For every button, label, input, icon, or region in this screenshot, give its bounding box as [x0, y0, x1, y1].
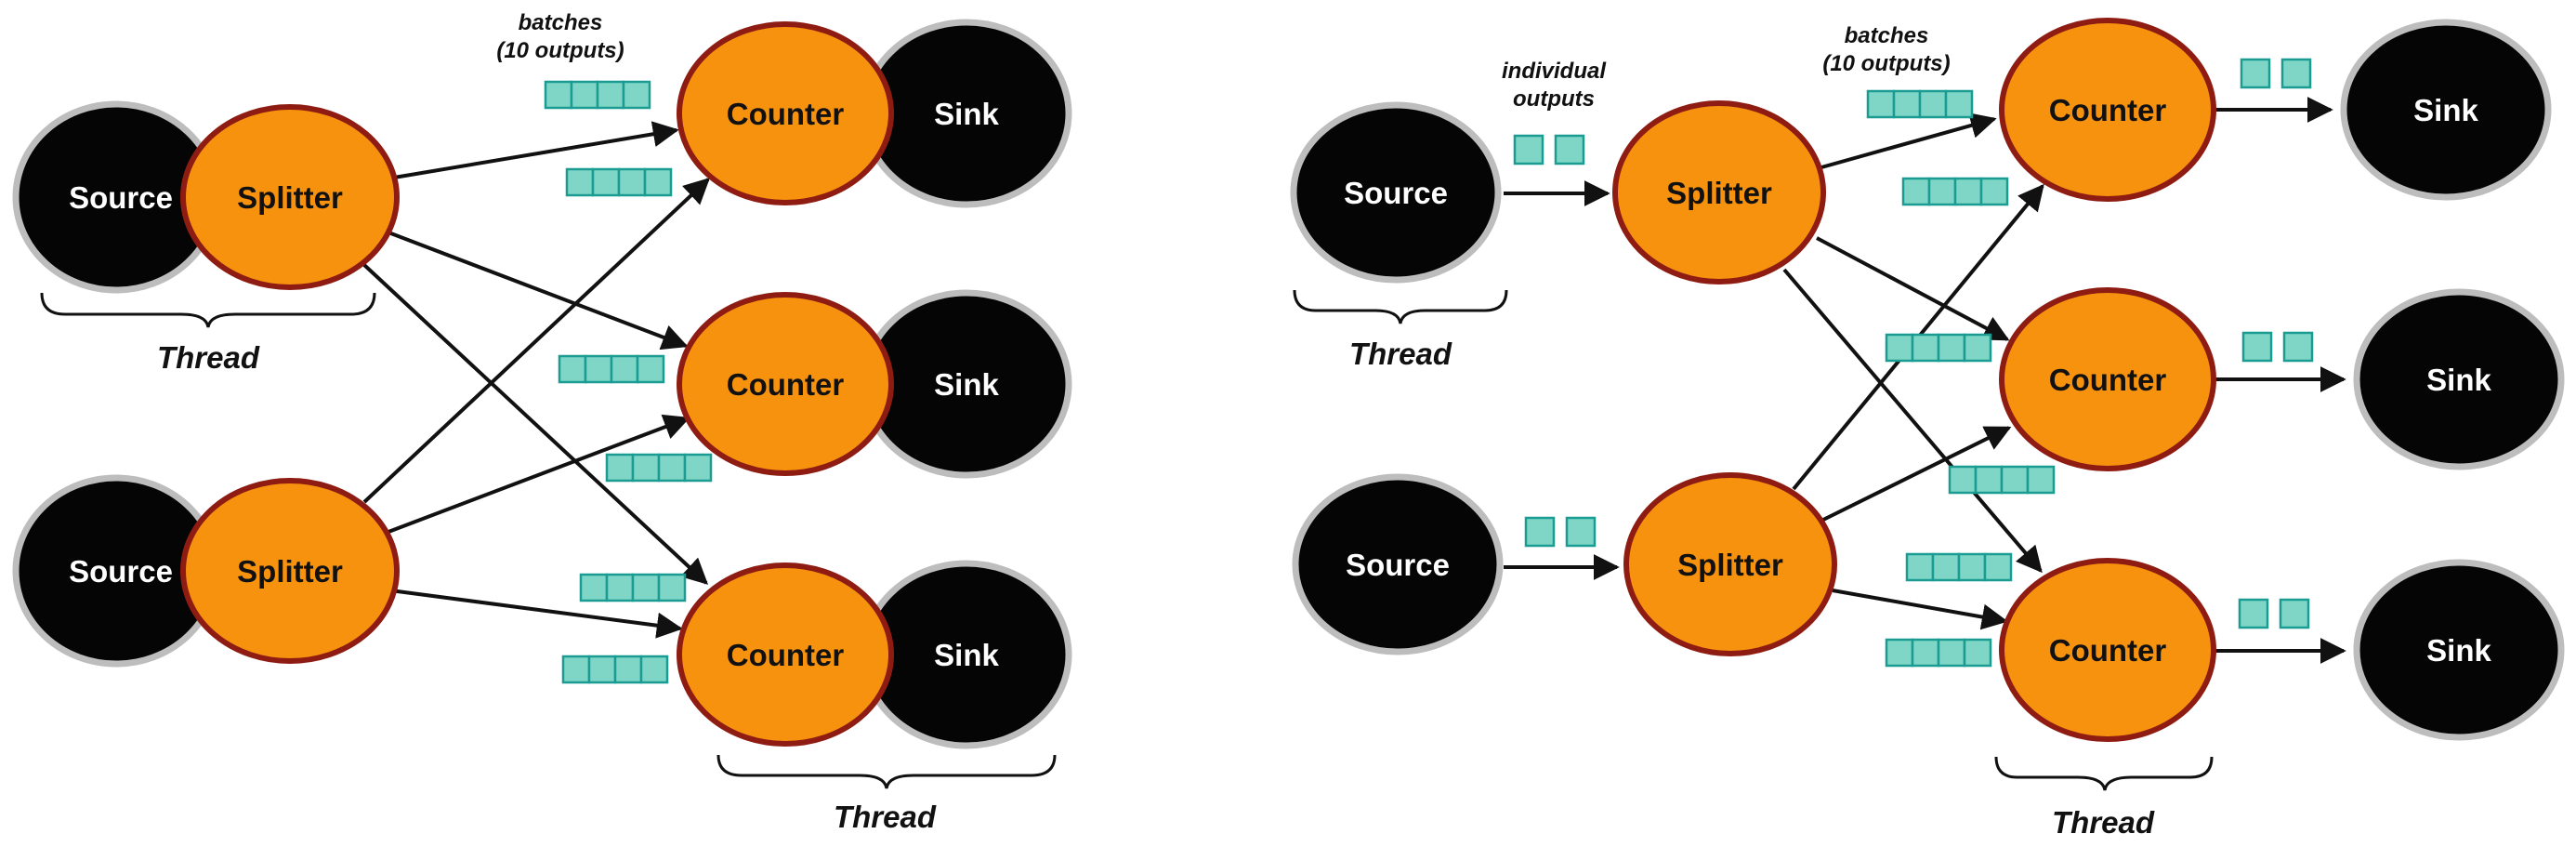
left-sink-2: Sink: [861, 289, 1072, 479]
right-counter-3-label: Counter: [2049, 633, 2167, 668]
right-diagram: Source Splitter Source Splitter Counter …: [1290, 18, 2565, 840]
right-sink-1: Sink: [2340, 19, 2552, 201]
left-sink-3: Sink: [861, 560, 1072, 749]
right-batch-5: [1905, 552, 2013, 582]
right-thread-brace-source: [1293, 289, 1508, 324]
left-batch-6: [561, 655, 669, 684]
left-source-bottom: Source: [12, 474, 220, 668]
right-counter-2-label: Counter: [2049, 363, 2167, 397]
edge-right-splitter-top-to-counter-3: [1782, 268, 2043, 574]
left-diagram: Source Splitter Source Splitter Sink Cou…: [12, 10, 1072, 834]
right-individual-note-line1: individual: [1502, 59, 1607, 84]
right-individual-output-sink-1: [2240, 58, 2312, 89]
left-batch-5: [579, 573, 687, 602]
right-sink-1-label: Sink: [2413, 93, 2478, 127]
right-batch-6: [1885, 638, 1992, 668]
left-sink-3-label: Sink: [934, 638, 999, 672]
right-splitter-top: Splitter: [1612, 100, 1826, 285]
right-thread-label-source: Thread: [1349, 337, 1452, 371]
right-batch-4: [1948, 465, 2056, 495]
left-counter-1-label: Counter: [727, 97, 845, 131]
edge-right-splitter-bottom-to-counter-2: [1820, 426, 2012, 523]
right-batch-note-line2: (10 outputs): [1822, 51, 1950, 76]
left-counter-3-label: Counter: [727, 638, 845, 672]
right-individual-output-sink-3: [2238, 598, 2310, 629]
left-splitter-top-label: Splitter: [237, 180, 343, 215]
right-counter-2: Counter: [1999, 287, 2216, 471]
right-sink-2-label: Sink: [2426, 363, 2491, 397]
left-batch-3: [558, 354, 665, 384]
edge-splitter-bottom-to-counter-3: [389, 589, 683, 639]
left-counter-1: Counter: [677, 21, 894, 205]
edge-right-splitter-bottom-to-counter-3: [1832, 589, 2008, 630]
left-thread-label-source: Thread: [157, 340, 260, 375]
left-source-bottom-label: Source: [69, 554, 173, 589]
left-batch-note-line2: (10 outputs): [496, 38, 624, 63]
left-batch-note-line1: batches: [519, 10, 603, 35]
right-individual-note-line2: outputs: [1513, 86, 1595, 112]
left-splitter-bottom: Splitter: [180, 478, 400, 664]
edge-splitter-bottom-to-counter-2: [388, 414, 690, 534]
right-splitter-bottom-label: Splitter: [1677, 548, 1783, 582]
right-source-bottom: Source: [1292, 473, 1504, 655]
left-batch-4: [605, 453, 713, 483]
left-counter-2: Counter: [677, 292, 894, 476]
right-individual-output-bottom: [1524, 516, 1597, 548]
edge-splitter-top-to-counter-1: [388, 121, 679, 180]
edge-right-splitter-top-to-counter-1: [1820, 112, 1997, 169]
left-counter-2-label: Counter: [727, 367, 845, 402]
right-counter-1-label: Counter: [2049, 93, 2167, 127]
left-sink-1-label: Sink: [934, 97, 999, 131]
left-sink-2-label: Sink: [934, 367, 999, 402]
right-counter-3: Counter: [1999, 558, 2216, 742]
right-batch-2: [1901, 177, 2009, 206]
left-counter-3: Counter: [677, 562, 894, 747]
right-source-bottom-label: Source: [1346, 548, 1450, 582]
left-batch-1: [544, 80, 651, 110]
left-batch-2: [565, 167, 673, 197]
right-source-top-label: Source: [1344, 176, 1448, 210]
edge-splitter-top-to-counter-3: [362, 263, 709, 585]
right-counter-1: Counter: [1999, 18, 2216, 202]
edge-splitter-bottom-to-counter-1: [362, 178, 711, 504]
right-splitter-top-label: Splitter: [1666, 176, 1772, 210]
right-batch-note-line1: batches: [1845, 23, 1929, 48]
right-sink-2: Sink: [2353, 288, 2565, 470]
left-thread-brace-counter: [716, 754, 1057, 789]
edge-right-splitter-top-to-counter-2: [1816, 236, 2010, 341]
right-batch-3: [1885, 333, 1992, 363]
right-sink-3: Sink: [2353, 559, 2565, 741]
left-thread-label-counter: Thread: [834, 800, 937, 834]
left-source-top: Source: [12, 100, 220, 294]
edge-splitter-top-to-counter-2: [388, 231, 689, 351]
right-source-top: Source: [1290, 101, 1502, 284]
right-individual-output-sink-2: [2241, 331, 2314, 363]
right-thread-label-counter: Thread: [2052, 805, 2155, 840]
left-thread-brace-source: [40, 292, 376, 328]
left-sink-1: Sink: [861, 19, 1072, 208]
right-sink-3-label: Sink: [2426, 633, 2491, 668]
right-thread-brace-counter: [1994, 756, 2214, 791]
left-splitter-top: Splitter: [180, 104, 400, 290]
left-source-top-label: Source: [69, 180, 173, 215]
left-splitter-bottom-label: Splitter: [237, 554, 343, 589]
right-splitter-bottom: Splitter: [1623, 472, 1837, 656]
right-individual-output-top: [1513, 134, 1585, 165]
right-batch-1: [1866, 89, 1974, 119]
left-edges: [362, 121, 711, 639]
